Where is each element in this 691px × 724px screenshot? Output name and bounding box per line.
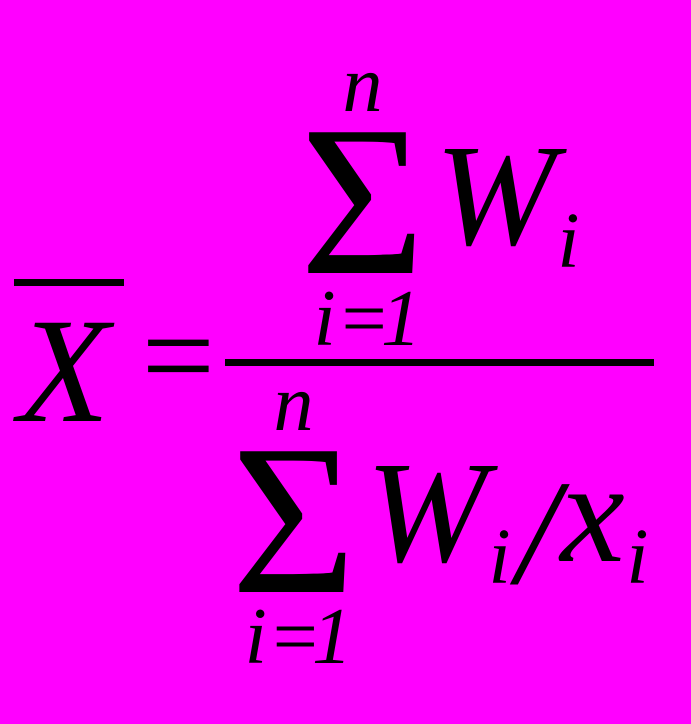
numerator: n Σ i =1 Wi: [270, 41, 610, 363]
fraction: n Σ i =1 Wi n Σ i =1 Wi/xi: [224, 41, 655, 681]
denominator-term: Wi/xi: [366, 440, 649, 617]
numerator-sigma-symbol: Σ: [299, 81, 426, 321]
denominator-sum-lower-limit: i =1: [244, 592, 352, 681]
fraction-bar: [224, 358, 655, 366]
numerator-sum-upper-limit: n: [342, 41, 383, 130]
x-bar-symbol: X: [18, 287, 110, 454]
equals-sign: =: [141, 284, 215, 428]
numerator-term: Wi: [435, 124, 580, 281]
x-bar: X: [14, 278, 124, 446]
denominator-term1-subscript: i: [488, 513, 511, 602]
division-slash: /: [516, 450, 559, 617]
numerator-term-base: W: [435, 116, 556, 277]
numerator-summation: n Σ i =1: [299, 41, 426, 363]
denominator-sum-upper-limit: n: [273, 359, 314, 448]
denominator-term2-subscript: i: [626, 513, 649, 602]
denominator-summation: n Σ i =1: [230, 359, 357, 681]
x-bar-overline: X: [14, 278, 124, 446]
numerator-sum-lower-limit: i =1: [313, 274, 421, 363]
denominator: n Σ i =1 Wi/xi: [225, 359, 655, 681]
denominator-term1-base: W: [366, 432, 487, 593]
denominator-term2-base: x: [560, 432, 625, 593]
numerator-term-subscript: i: [557, 196, 580, 285]
formula: X = n Σ i =1 Wi n Σ i =1 Wi/xi: [0, 41, 655, 681]
denominator-sigma-symbol: Σ: [230, 399, 357, 639]
